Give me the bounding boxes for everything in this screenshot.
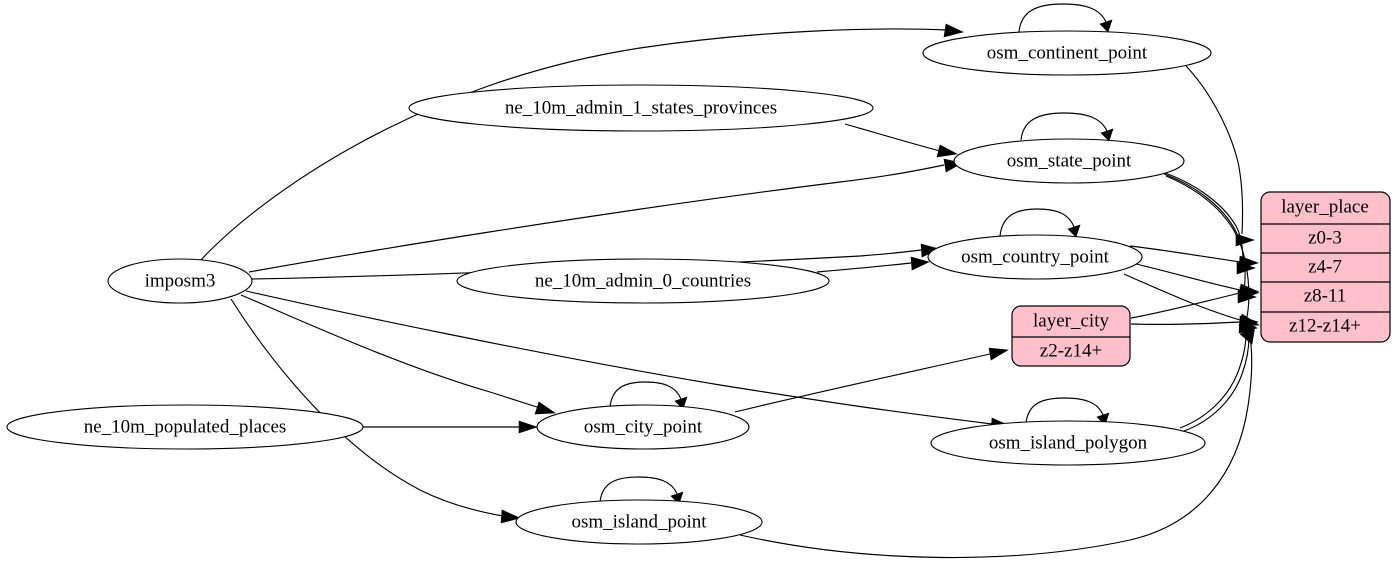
edge-ne-admin0-to-osm-country-point xyxy=(816,256,930,273)
record-layer-city[interactable]: layer_city z2-z14+ xyxy=(1011,305,1131,367)
node-layer: imposm3 ne_10m_populated_places ne_10m_a… xyxy=(6,30,1212,545)
record-layer-place[interactable]: layer_place z0-3 z4-7 z8-11 z12-z14+ xyxy=(1260,191,1391,343)
node-ne-10m-admin-1-states-provinces[interactable]: ne_10m_admin_1_states_provinces xyxy=(408,84,874,132)
edge-osm-country-point-to-layer-place-z4-7 xyxy=(1129,245,1259,270)
edge-layer xyxy=(199,3,1260,559)
edge-osm-city-point-to-layer-city xyxy=(734,347,1009,413)
edge-osm-continent-point-to-layer-place-z0-3 xyxy=(1185,65,1255,247)
edge-imposm3-to-osm-city-point xyxy=(240,294,556,415)
node-ne-10m-populated-places[interactable]: ne_10m_populated_places xyxy=(6,404,364,450)
edge-self-loop-osm-continent-point xyxy=(1018,3,1113,33)
edge-osm-state-point-to-layer-place-z12-z14 xyxy=(1165,175,1258,334)
edge-imposm3-to-osm-continent-point xyxy=(199,23,964,262)
edge-osm-island-polygon-to-layer-place-z12-z14 xyxy=(1179,325,1256,429)
edge-ne-admin1-to-osm-state-point xyxy=(844,123,958,158)
edge-self-loop-osm-country-point xyxy=(999,208,1081,238)
edge-ne-populated-places-to-osm-city-point xyxy=(363,420,538,434)
edge-layer-city-to-layer-place-z8-11 xyxy=(1130,286,1259,319)
node-ne-10m-admin-0-countries[interactable]: ne_10m_admin_0_countries xyxy=(456,258,830,304)
node-osm-island-polygon[interactable]: osm_island_polygon xyxy=(930,420,1206,466)
node-osm-city-point[interactable]: osm_city_point xyxy=(536,404,750,450)
edge-osm-island-polygon-to-layer-place-z12-z14-b xyxy=(1183,335,1250,432)
node-osm-state-point[interactable]: osm_state_point xyxy=(953,138,1185,184)
edge-self-loop-osm-city-point xyxy=(609,381,688,410)
edge-layer-city-to-layer-place-z12-z14 xyxy=(1130,315,1259,329)
edge-imposm3-to-osm-island-point xyxy=(230,298,521,524)
node-osm-country-point[interactable]: osm_country_point xyxy=(927,234,1143,280)
node-osm-continent-point[interactable]: osm_continent_point xyxy=(922,30,1212,76)
edge-self-loop-osm-state-point xyxy=(1020,112,1114,142)
node-osm-island-point[interactable]: osm_island_point xyxy=(515,499,763,545)
edge-imposm3-to-osm-state-point xyxy=(248,158,963,273)
edge-osm-island-point-to-layer-place-z12-z14 xyxy=(739,335,1253,559)
node-imposm3[interactable]: imposm3 xyxy=(107,258,253,304)
